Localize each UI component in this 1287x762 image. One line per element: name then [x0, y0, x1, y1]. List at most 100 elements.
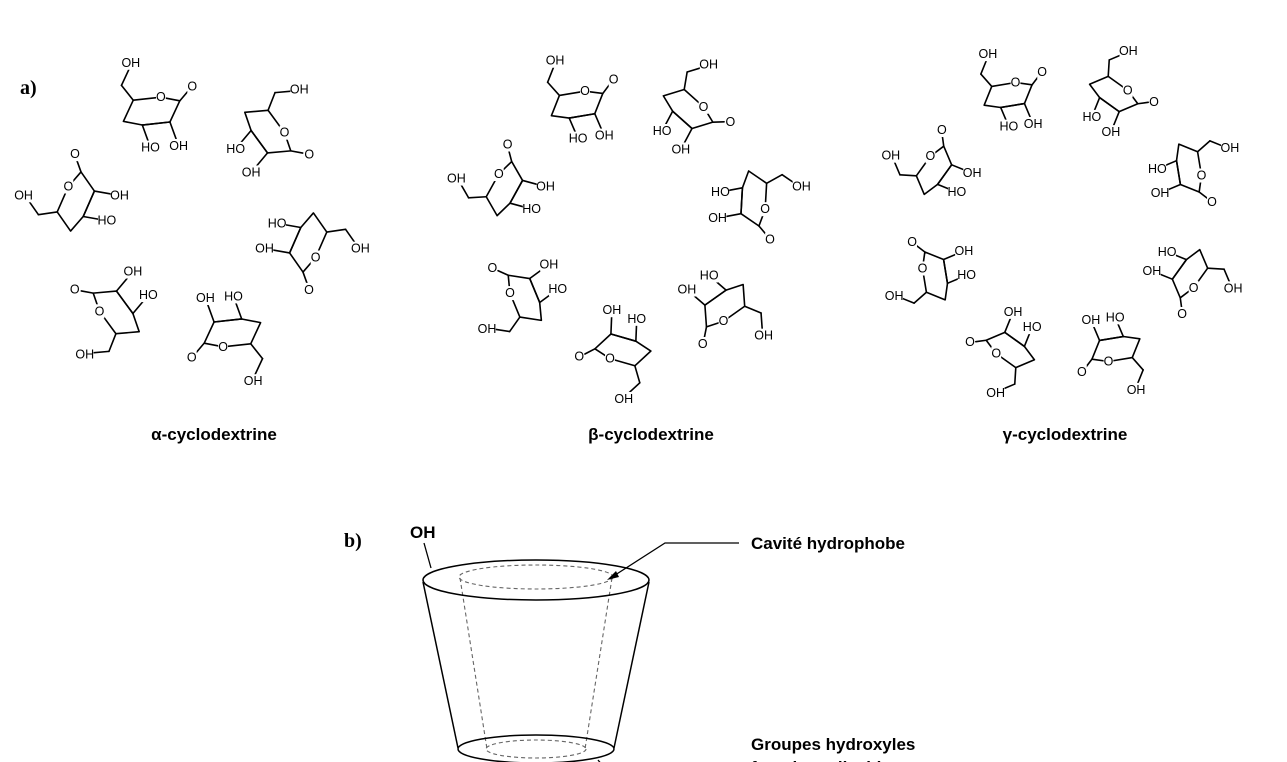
ring-front-bond — [288, 226, 302, 254]
glycosidic-oxygen: O — [609, 73, 619, 87]
secondary-hydroxyl-group: OH — [595, 128, 614, 143]
oh-bond — [1092, 96, 1101, 113]
oh-top-tick — [423, 542, 432, 569]
glycosidic-oxygen-bg — [304, 282, 314, 297]
secondary-hydroxyl: HO — [141, 141, 160, 155]
ring-front-bond — [213, 318, 243, 323]
ring-oxygen-bg — [493, 167, 504, 182]
secondary-hydroxyl-group: OH — [1004, 304, 1022, 319]
secondary-hydroxyl-bg — [1151, 186, 1169, 201]
secondary-hydroxyl-group: OH — [110, 188, 129, 203]
secondary-hydroxyl-group: HO — [1082, 109, 1101, 124]
secondary-hydroxyl-group: HO — [700, 268, 719, 283]
secondary-hydroxyl-bg — [627, 311, 646, 326]
oh-bond — [254, 152, 269, 169]
secondary-hydroxyl-bg — [653, 123, 671, 138]
secondary-hydroxyl-group: OH — [678, 282, 696, 297]
primary-hydroxyl: OH — [121, 56, 140, 70]
glycosidic-bond — [584, 347, 596, 355]
glycosidic-oxygen-bg — [608, 72, 619, 87]
ring-oxygen: O — [699, 100, 709, 114]
ring-oxygen-bg — [1010, 75, 1021, 90]
ring-oxygen: O — [926, 149, 936, 163]
inner-cavity-right-wall — [584, 577, 613, 750]
ring-oxygen: O — [918, 261, 928, 275]
primary-hydroxyl-group: OH — [447, 171, 466, 186]
glycosidic-oxygen-bg — [70, 147, 80, 162]
glycosidic-bond — [497, 269, 510, 277]
secondary-hydroxyl: OH — [603, 303, 622, 317]
secondary-hydroxyl-bg — [169, 138, 188, 153]
oh-bond — [93, 190, 115, 196]
secondary-hydroxyl: HO — [653, 124, 672, 138]
primary-hydroxyl-group: OH — [986, 386, 1005, 400]
pyranose-ring — [594, 333, 652, 367]
glycosidic-oxygen-group: O — [304, 147, 314, 162]
glycosidic-oxygen: O — [765, 233, 775, 247]
cavity-pointer-line — [611, 542, 739, 578]
oh-bond — [635, 323, 638, 342]
glycosidic-bond — [508, 149, 513, 163]
primary-hydroxyl: OH — [351, 242, 370, 256]
secondary-hydroxyl-bg — [124, 264, 142, 279]
ring-front-bond — [610, 333, 637, 342]
secondary-hydroxyl-group: OH — [671, 142, 690, 157]
ring-oxygen-group: O — [218, 339, 228, 354]
glycosidic-oxygen: O — [907, 235, 917, 249]
secondary-hydroxyl: HO — [948, 185, 967, 199]
glycosidic-oxygen: O — [70, 282, 80, 296]
ring-oxygen-bg — [279, 125, 290, 140]
secondary-hydroxyl: OH — [242, 165, 261, 179]
glycosidic-oxygen: O — [937, 123, 947, 137]
secondary-hydroxyl-bg — [963, 166, 981, 181]
ch2oh-bond — [980, 73, 993, 88]
oh-bond — [169, 121, 178, 142]
ring-front-bond — [1098, 335, 1125, 342]
ch2oh-bond — [1196, 140, 1211, 153]
ring-oxygen-bg — [310, 250, 321, 265]
glycosidic-oxygen-group: O — [697, 337, 708, 352]
primary-hydroxyl-bg — [699, 57, 718, 72]
primary-hydroxyl: OH — [1127, 383, 1146, 397]
glycosidic-oxygen: O — [574, 350, 584, 364]
inner-cavity-left-wall — [459, 577, 488, 750]
cone-bottom-rim — [457, 734, 615, 762]
secondary-hydroxyl-group: OH — [1151, 186, 1169, 201]
ring-oxygen: O — [991, 347, 1001, 361]
primary-hydroxyl-group: OH — [478, 322, 496, 337]
glycosidic-oxygen: O — [965, 335, 975, 349]
secondary-hydroxyl-group: OH — [196, 291, 215, 306]
glycosidic-oxygen-group: O — [765, 232, 775, 247]
secondary-hydroxyl: OH — [110, 188, 129, 202]
primary-hydroxyl-bg — [979, 47, 997, 62]
secondary-hydroxyl-group: OH — [123, 264, 142, 279]
ring-oxygen-group: O — [718, 314, 729, 329]
secondary-hydroxyl-group: HO — [522, 201, 541, 216]
ring-oxygen-bg — [505, 286, 515, 301]
glycosidic-oxygen-group: O — [608, 72, 619, 87]
primary-hydroxyl-bg — [1119, 43, 1138, 58]
ring-front-bond — [740, 187, 744, 215]
ring-oxygen-bg — [698, 99, 709, 114]
oh-bond — [269, 248, 291, 254]
beta-cyclodextrin-label: β-cyclodextrine — [588, 425, 714, 444]
glycosidic-oxygen-group: O — [1037, 65, 1047, 80]
glycosidic-oxygen: O — [503, 138, 513, 152]
ch2oh-bond — [108, 332, 117, 353]
ring-oxygen-bg — [1196, 168, 1207, 183]
ring-oxygen-group: O — [1188, 280, 1199, 295]
secondary-hydroxyl-group: OH — [169, 138, 188, 153]
glycosidic-oxygen-bg — [1076, 364, 1087, 379]
secondary-hydroxyl-bg — [1143, 263, 1161, 278]
secondary-hydroxyl-bg — [548, 282, 567, 297]
ring-front-bond — [509, 179, 524, 204]
ring-oxygen: O — [1011, 76, 1021, 90]
ring-oxygen-bg — [925, 149, 936, 164]
panel-b-label: b) — [344, 530, 362, 552]
secondary-hydroxyl: HO — [1148, 162, 1167, 176]
primary-hydroxyl-bg — [754, 328, 773, 343]
ring-oxygen: O — [311, 251, 321, 265]
secondary-hydroxyl-bg — [98, 213, 116, 228]
